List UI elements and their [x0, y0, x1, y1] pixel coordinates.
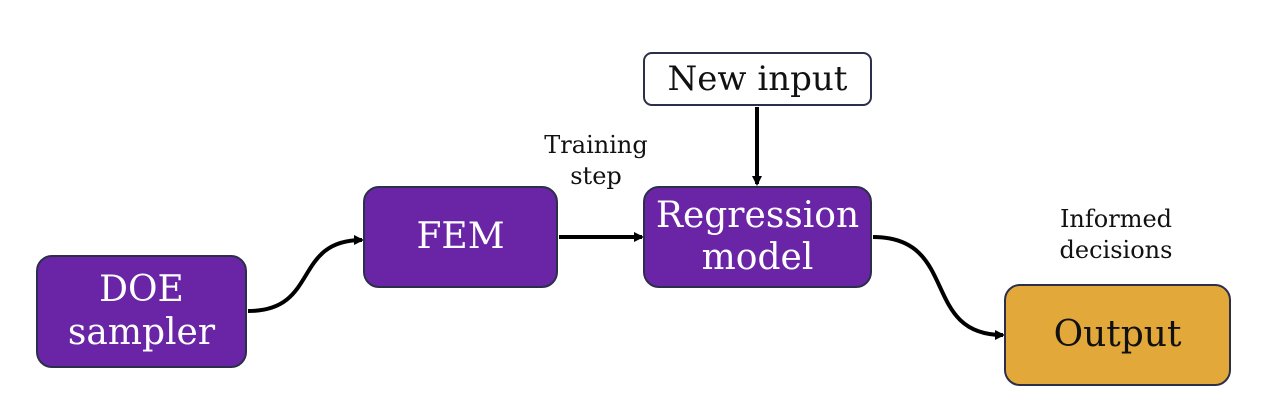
- training-step-caption-line1: Training: [544, 131, 648, 159]
- fem-node: FEM: [363, 186, 558, 288]
- training-step-caption-line2: step: [570, 162, 622, 191]
- output-label: Output: [1053, 313, 1182, 355]
- regression-model-node: Regression model: [643, 186, 872, 288]
- informed-decisions-caption: Informed decisions: [1040, 204, 1192, 266]
- edge-regression-to-output: [872, 235, 1005, 340]
- edge-doe-to-fem: [247, 235, 364, 313]
- doe-sampler-label-line1: DOE: [99, 269, 184, 311]
- fem-label: FEM: [416, 215, 505, 257]
- new-input-node: New input: [643, 52, 872, 106]
- regression-model-label-line1: Regression: [655, 194, 860, 236]
- informed-decisions-caption-line2: decisions: [1059, 236, 1173, 265]
- informed-decisions-caption-line1: Informed: [1059, 205, 1173, 233]
- training-step-caption: Training step: [530, 130, 662, 192]
- doe-sampler-label-line2: sampler: [67, 311, 216, 353]
- regression-model-label-line2: model: [701, 237, 814, 278]
- output-node: Output: [1004, 284, 1231, 386]
- new-input-label: New input: [667, 58, 848, 99]
- doe-sampler-node: DOE sampler: [36, 255, 247, 368]
